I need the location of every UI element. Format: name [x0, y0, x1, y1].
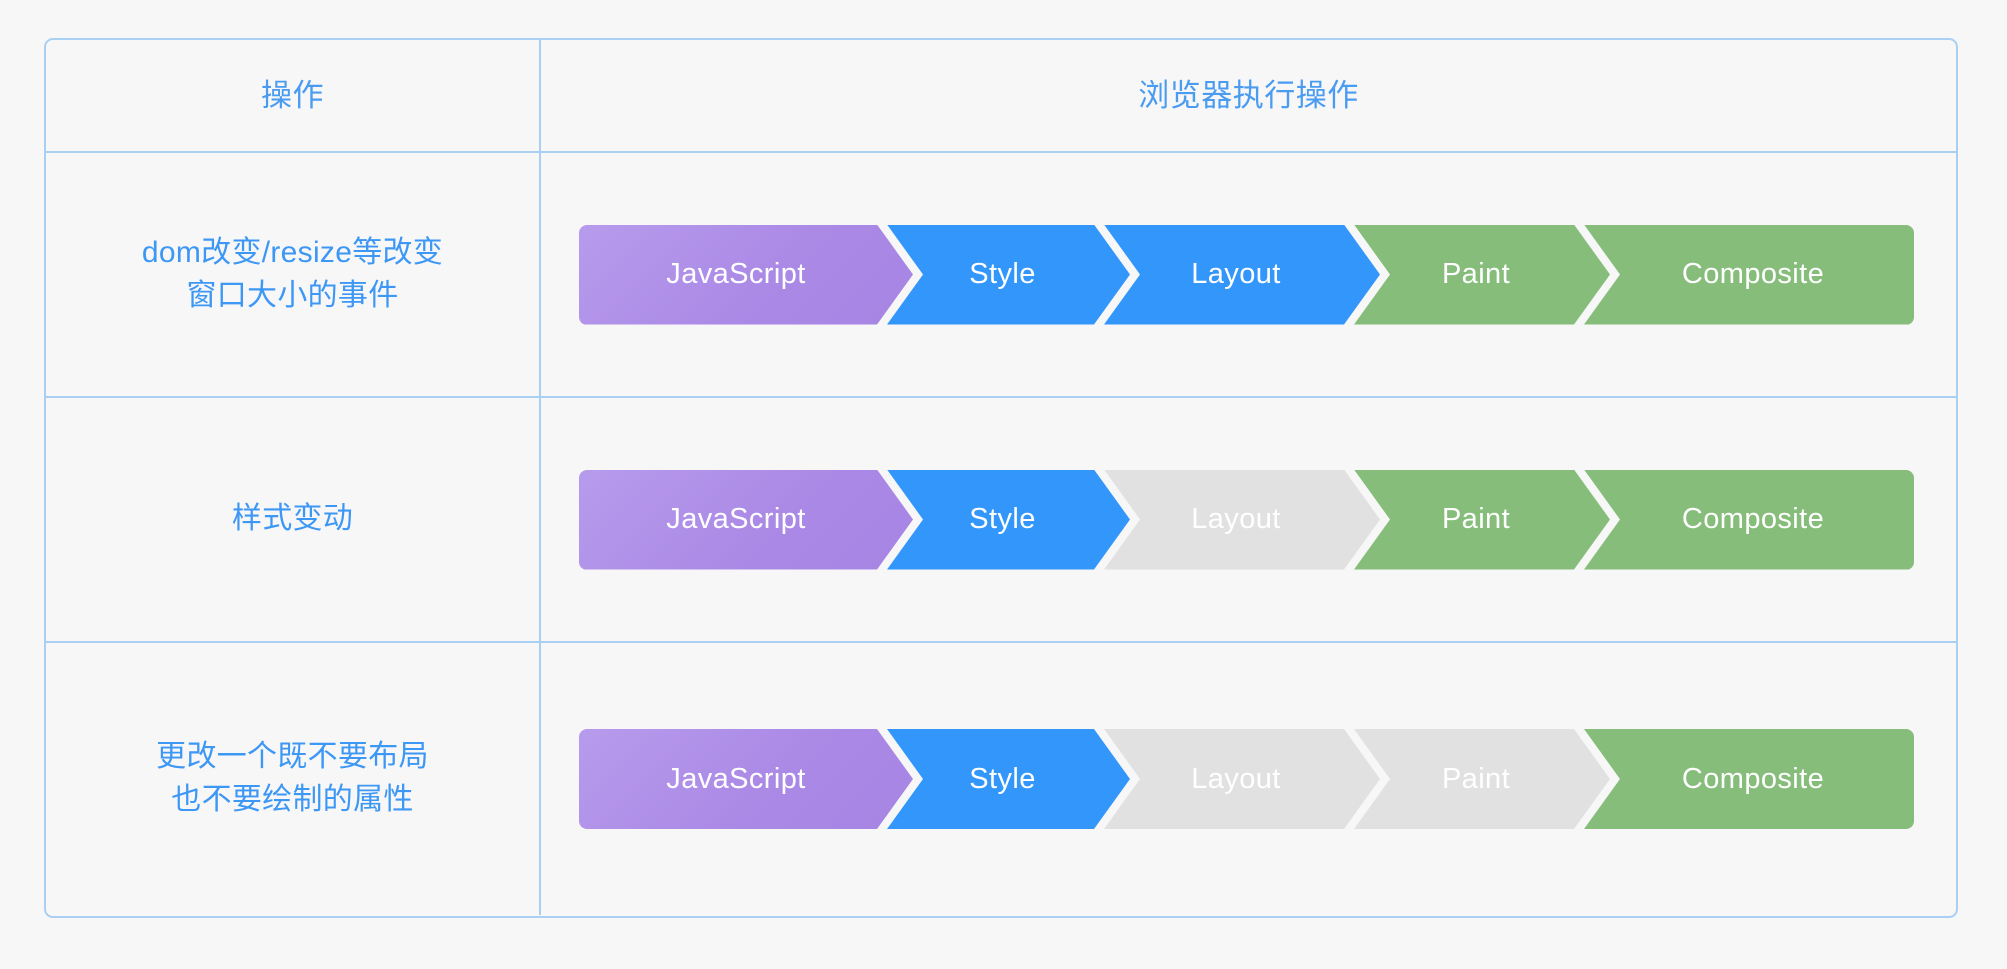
stage-layout-skipped[interactable]: Layout: [1104, 729, 1380, 829]
stage-style[interactable]: Style: [887, 729, 1130, 829]
stage-composite-label: Composite: [1681, 258, 1825, 290]
table-row: 更改一个既不要布局 也不要绘制的属性 JavaScript Style Layo…: [46, 641, 1956, 915]
pipeline-flow: JavaScript Style Layout Paint Composite: [579, 224, 1918, 325]
stage-composite-label: Composite: [1681, 762, 1825, 795]
row-pipeline-cell: JavaScript Style Layout Paint Composite: [541, 643, 1956, 915]
header-cell-browser-pipeline: 浏览器执行操作: [541, 40, 1956, 151]
stage-style[interactable]: Style: [887, 225, 1130, 325]
stage-javascript-label: JavaScript: [666, 762, 806, 795]
stage-layout[interactable]: Layout: [1104, 225, 1380, 325]
table-row: 样式变动 JavaScript Style Layout Paint: [46, 396, 1956, 641]
stage-composite[interactable]: Composite: [1584, 224, 1914, 325]
stage-layout-skipped[interactable]: Layout: [1104, 470, 1380, 570]
row-pipeline-cell: JavaScript Style Layout Paint Composite: [541, 398, 1956, 641]
pipeline-flow: JavaScript Style Layout Paint Composite: [579, 469, 1918, 570]
stage-paint[interactable]: Paint: [1354, 225, 1610, 325]
header-browser-pipeline-text: 浏览器执行操作: [1138, 77, 1359, 113]
stage-paint-label: Paint: [1441, 258, 1511, 290]
row-label-cell: dom改变/resize等改变 窗口大小的事件: [46, 153, 541, 396]
row-label-text: dom改变/resize等改变 窗口大小的事件: [141, 235, 444, 312]
row-label-text: 样式变动: [231, 502, 354, 536]
stage-paint-skipped[interactable]: Paint: [1354, 729, 1610, 829]
stage-layout-label: Layout: [1191, 762, 1281, 795]
row-label-cell: 样式变动: [46, 398, 541, 641]
stage-paint-label: Paint: [1441, 762, 1511, 795]
stage-style-label: Style: [969, 762, 1036, 795]
stage-composite-label: Composite: [1681, 503, 1825, 535]
table-header-row: 操作 浏览器执行操作: [46, 40, 1956, 151]
stage-style-label: Style: [969, 258, 1036, 290]
row-label-text: 更改一个既不要布局 也不要绘制的属性: [156, 740, 429, 816]
stage-javascript-label: JavaScript: [666, 503, 806, 535]
stage-composite[interactable]: Composite: [1584, 729, 1914, 829]
stage-paint-label: Paint: [1441, 503, 1511, 535]
stage-paint[interactable]: Paint: [1354, 470, 1610, 570]
stage-javascript-label: JavaScript: [666, 258, 806, 290]
stage-layout-label: Layout: [1191, 258, 1281, 290]
stage-layout-label: Layout: [1191, 503, 1281, 535]
stage-javascript[interactable]: JavaScript: [579, 470, 913, 570]
stage-style[interactable]: Style: [887, 470, 1130, 570]
stage-composite[interactable]: Composite: [1584, 469, 1914, 570]
stage-style-label: Style: [969, 503, 1036, 535]
render-pipeline-table: 操作 浏览器执行操作 dom改变/resize等改变 窗口大小的事件 JavaS…: [44, 38, 1958, 918]
stage-javascript[interactable]: JavaScript: [579, 729, 913, 829]
header-cell-operation: 操作: [46, 40, 541, 151]
table-row: dom改变/resize等改变 窗口大小的事件 JavaScript Style…: [46, 151, 1956, 396]
row-label-cell: 更改一个既不要布局 也不要绘制的属性: [46, 643, 541, 915]
stage-javascript[interactable]: JavaScript: [579, 225, 913, 325]
header-operation-text: 操作: [261, 77, 324, 113]
row-pipeline-cell: JavaScript Style Layout Paint Composite: [541, 153, 1956, 396]
pipeline-flow: JavaScript Style Layout Paint Composite: [579, 729, 1918, 829]
